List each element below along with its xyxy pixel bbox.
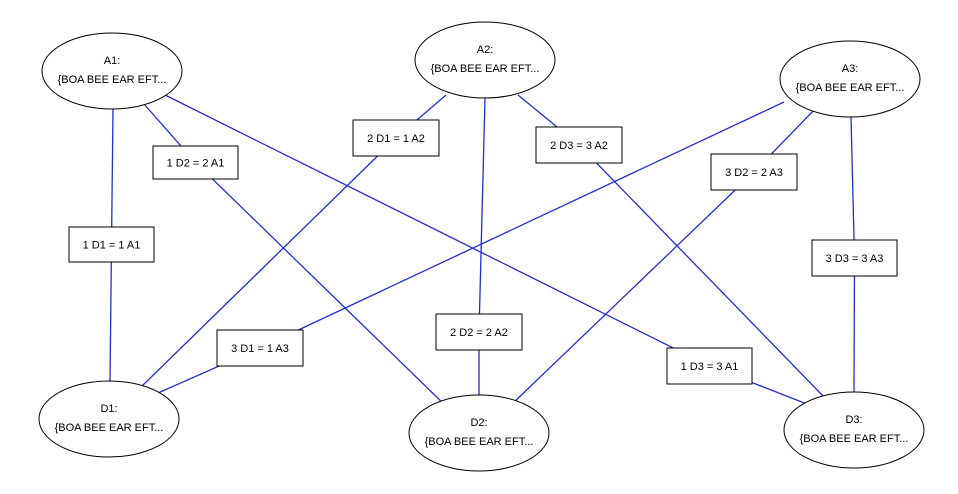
node-a3[interactable]: A3: {BOA BEE EAR EFT... [779, 40, 921, 118]
edge-a1-d1-segment-lower [109, 244, 113, 382]
node-a3-ellipse[interactable] [779, 40, 921, 118]
node-a1-title: A1: [104, 55, 121, 67]
edge-a1-d2-label: 1 D2 = 2 A1 [152, 145, 239, 180]
node-d2-title: D2: [470, 417, 487, 429]
node-a1-content: {BOA BEE EAR EFT... [58, 74, 167, 86]
node-a2[interactable]: A2: {BOA BEE EAR EFT... [414, 21, 556, 99]
edge-a1-d2-label-text: 1 D2 = 2 A1 [167, 158, 225, 170]
node-a2-ellipse[interactable] [414, 21, 556, 99]
edge-a3-d2-label-text: 3 D2 = 2 A3 [725, 167, 783, 179]
node-d1[interactable]: D1: {BOA BEE EAR EFT... [38, 380, 180, 458]
edge-a2-d3-segment-lower [578, 144, 826, 399]
edge-a3-d1-label-box [216, 329, 304, 367]
node-a1-ellipse[interactable] [41, 32, 183, 110]
node-d1-content: {BOA BEE EAR EFT... [55, 422, 164, 434]
node-d3[interactable]: D3: {BOA BEE EAR EFT... [783, 391, 925, 469]
node-a1[interactable]: A1: {BOA BEE EAR EFT... [41, 32, 183, 110]
edge-a3-d3-segment-lower [853, 257, 856, 393]
edge-a2-d1-segment-lower [140, 137, 397, 388]
node-a2-title: A2: [477, 44, 494, 56]
nodes-layer: A1: {BOA BEE EAR EFT... A2: {BOA BEE EAR EF… [38, 21, 925, 472]
node-a2-content: {BOA BEE EAR EFT... [431, 63, 540, 75]
node-d3-title: D3: [845, 414, 862, 426]
edge-a2-d2-label-text: 2 D2 = 2 A2 [450, 327, 508, 339]
edge-a3-d3-label-text: 3 D3 = 3 A3 [826, 253, 884, 265]
node-d1-ellipse[interactable] [38, 380, 180, 458]
edge-a3-d2-segment-lower [511, 171, 755, 405]
edge-a1-d3-segment-upper [164, 94, 710, 367]
node-d2[interactable]: D2: {BOA BEE EAR EFT... [408, 394, 550, 472]
edge-a3-d1-label: 3 D1 = 1 A3 [216, 329, 304, 367]
edge-a3-d3-label: 3 D3 = 3 A3 [811, 239, 898, 277]
edge-a2-d1-label: 2 D1 = 1 A2 [352, 119, 440, 157]
edge-a1-d3-label-text: 1 D3 = 3 A1 [681, 361, 739, 373]
edge-a1-d1-label-box [68, 226, 155, 263]
edge-a1-d1-label-text: 1 D1 = 1 A1 [83, 240, 141, 252]
edge-a2-d1-label-box [352, 119, 440, 157]
edge-a1-d2-label-box [152, 145, 239, 180]
edge-a2-d1-label-text: 2 D1 = 1 A2 [367, 133, 425, 145]
edge-a2-d3-label-box [535, 126, 623, 164]
node-d2-ellipse[interactable] [408, 394, 550, 472]
edge-a1-d2-segment-lower [195, 162, 449, 409]
edge-a2-d3-label-text: 2 D3 = 3 A2 [550, 140, 608, 152]
edge-a1-d3-label-box [666, 347, 753, 385]
node-d2-content: {BOA BEE EAR EFT... [425, 436, 534, 448]
node-d1-title: D1: [100, 403, 117, 415]
edge-a3-d3-label-box [811, 239, 898, 277]
edge-a2-d2-segment-upper [478, 97, 486, 333]
node-d3-content: {BOA BEE EAR EFT... [800, 433, 909, 445]
edge-a1-d3-label: 1 D3 = 3 A1 [666, 347, 753, 385]
edge-a3-d3-segment-upper [850, 116, 856, 259]
edge-a1-d1-segment-upper [110, 108, 114, 245]
node-a3-title: A3: [842, 63, 859, 75]
edge-labels-layer: 1 D1 = 1 A1 1 D2 = 2 A1 1 D3 = 3 A1 2 D1 = … [68, 119, 898, 385]
node-a3-content: {BOA BEE EAR EFT... [796, 82, 905, 94]
edge-a3-d1-segment-upper [259, 101, 785, 349]
edge-a3-d2-label-box [710, 153, 798, 191]
edge-a2-d2-label-box [435, 313, 523, 351]
edge-a2-d3-label: 2 D3 = 3 A2 [535, 126, 623, 164]
edge-a1-d1-label: 1 D1 = 1 A1 [68, 226, 155, 263]
edge-a3-d1-label-text: 3 D1 = 1 A3 [231, 343, 289, 355]
edge-a2-d2-label: 2 D2 = 2 A2 [435, 313, 523, 351]
node-d3-ellipse[interactable] [783, 391, 925, 469]
edge-a3-d2-label: 3 D2 = 2 A3 [710, 153, 798, 191]
